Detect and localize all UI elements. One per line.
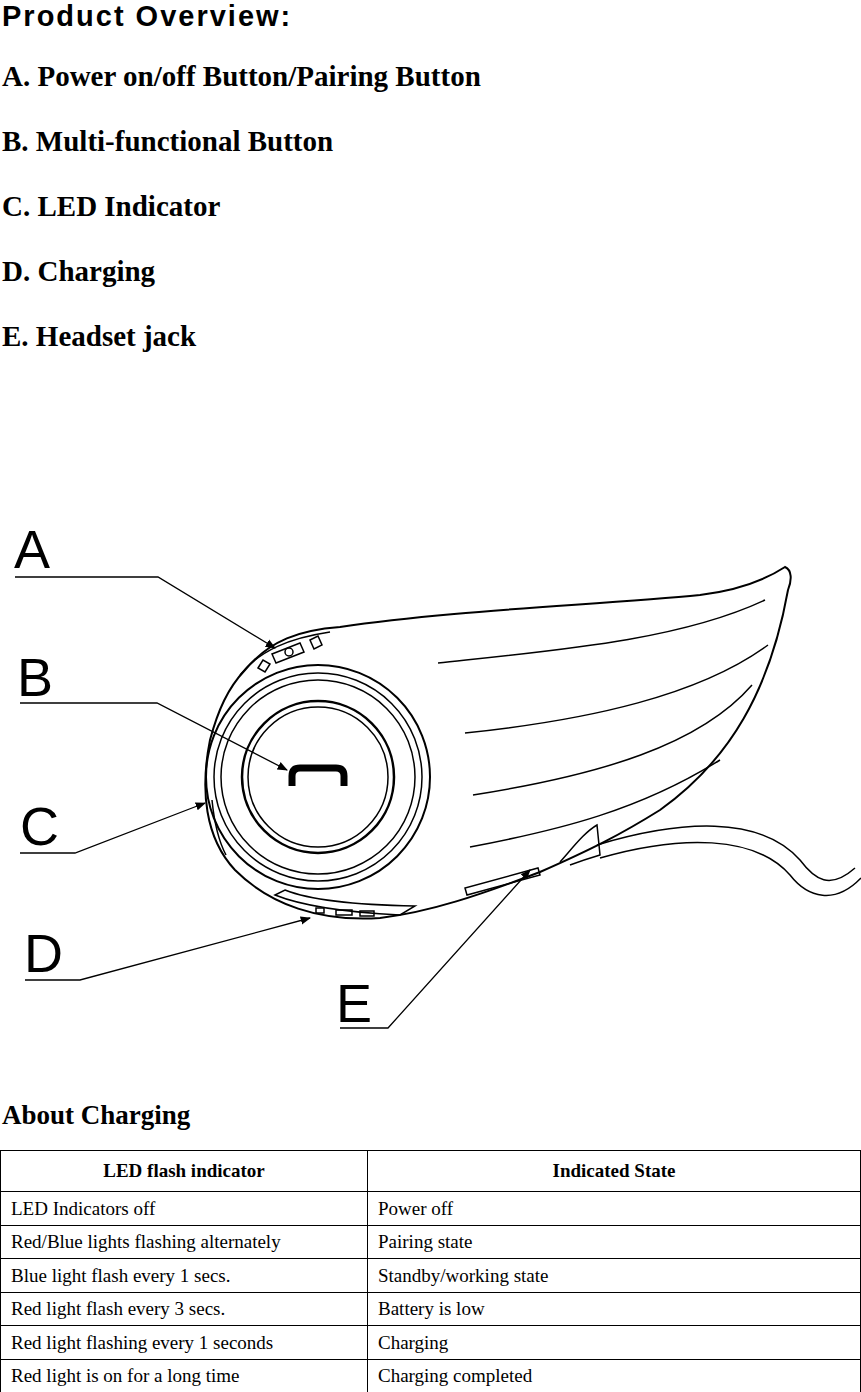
callout-letter: B	[17, 646, 53, 708]
table-cell: Standby/working state	[367, 1258, 861, 1293]
callout-letter: E	[336, 972, 372, 1034]
list-item: D. Charging	[2, 255, 155, 288]
list-item: E. Headset jack	[2, 320, 196, 353]
leader-lines	[15, 577, 530, 1028]
callout-letter: D	[24, 922, 63, 984]
table-cell: Red light flash every 3 secs.	[0, 1292, 368, 1326]
table-cell: Red/Blue lights flashing alternately	[0, 1225, 368, 1259]
table-cell: Red light is on for a long time	[0, 1359, 368, 1392]
headset-body	[205, 567, 790, 919]
table-header: LED flash indicator	[0, 1150, 368, 1192]
table-cell: Pairing state	[367, 1225, 861, 1259]
table-cell: Charging	[367, 1325, 861, 1360]
table-cell: Battery is low	[367, 1292, 861, 1326]
list-item: A. Power on/off Button/Pairing Button	[2, 60, 481, 93]
table-cell: Red light flashing every 1 seconds	[0, 1325, 368, 1360]
table-cell: Charging completed	[367, 1359, 861, 1392]
section-heading: About Charging	[2, 1100, 190, 1131]
table-cell: LED Indicators off	[0, 1191, 368, 1226]
list-item: B. Multi-functional Button	[2, 125, 333, 158]
table-header: Indicated State	[367, 1150, 861, 1192]
table-cell: Power off	[367, 1191, 861, 1226]
callout-letter: A	[14, 518, 50, 580]
page-title: Product Overview:	[2, 0, 292, 33]
list-item: C. LED Indicator	[2, 190, 220, 223]
callout-letter: C	[20, 795, 59, 857]
table-cell: Blue light flash every 1 secs.	[0, 1258, 368, 1293]
